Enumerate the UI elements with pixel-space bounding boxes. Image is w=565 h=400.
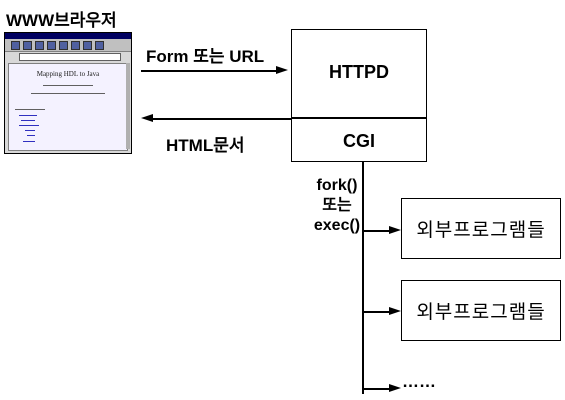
spawn-label-line-2: 또는 — [322, 197, 352, 214]
spawn-label-line-1: fork() — [316, 177, 358, 194]
spawn-trunk-line — [362, 162, 364, 394]
browser-scrollbar — [126, 63, 130, 149]
toolbar-button-icon — [35, 41, 44, 50]
branch-arrow-line-3 — [363, 388, 390, 390]
request-arrow-head — [276, 66, 288, 74]
browser-page-heading: Mapping HDL to Java — [36, 70, 100, 78]
link-line — [23, 141, 35, 142]
response-arrow-label: HTML문서 — [166, 136, 245, 155]
toolbar-button-icon — [47, 41, 56, 50]
request-arrow-line — [141, 70, 277, 72]
text-line — [43, 85, 93, 86]
browser-title: WWW브라우저 — [6, 11, 117, 30]
browser-titlebar — [5, 33, 131, 39]
branch-arrow-head-2 — [389, 307, 401, 315]
server-divider — [292, 117, 426, 119]
link-line — [21, 120, 35, 121]
external-program-label-2: 외부프로그램들 — [416, 301, 546, 323]
response-arrow-line — [153, 118, 291, 120]
more-programs-ellipsis: …… — [402, 372, 436, 391]
link-line — [25, 130, 35, 131]
link-line — [19, 115, 37, 116]
toolbar-button-icon — [59, 41, 68, 50]
branch-arrow-head-1 — [389, 226, 401, 234]
toolbar-button-icon — [23, 41, 32, 50]
request-arrow-label: Form 또는 URL — [146, 47, 265, 66]
toolbar-button-icon — [11, 41, 20, 50]
link-line — [27, 135, 35, 136]
text-line — [31, 93, 105, 94]
link-line — [19, 125, 39, 126]
external-program-label-1: 외부프로그램들 — [416, 219, 546, 241]
spawn-label: fork() 또는 exec() — [312, 176, 362, 236]
branch-arrow-line-1 — [363, 230, 390, 232]
cgi-label: CGI — [342, 131, 375, 151]
browser-page-content: Mapping HDL to Java — [8, 63, 128, 151]
browser-screenshot: Mapping HDL to Java — [4, 32, 132, 154]
external-program-box-1: 외부프로그램들 — [401, 198, 561, 259]
branch-arrow-head-3 — [389, 384, 401, 392]
toolbar-button-icon — [95, 41, 104, 50]
branch-arrow-line-2 — [363, 311, 390, 313]
text-line — [15, 109, 45, 110]
external-program-box-2: 외부프로그램들 — [401, 280, 561, 341]
server-box: HTTPD CGI — [291, 29, 427, 162]
toolbar-button-icon — [83, 41, 92, 50]
httpd-label: HTTPD — [329, 62, 389, 82]
spawn-label-line-3: exec() — [313, 217, 361, 234]
toolbar-button-icon — [71, 41, 80, 50]
response-arrow-head — [141, 114, 153, 122]
browser-url-bar — [19, 53, 121, 61]
